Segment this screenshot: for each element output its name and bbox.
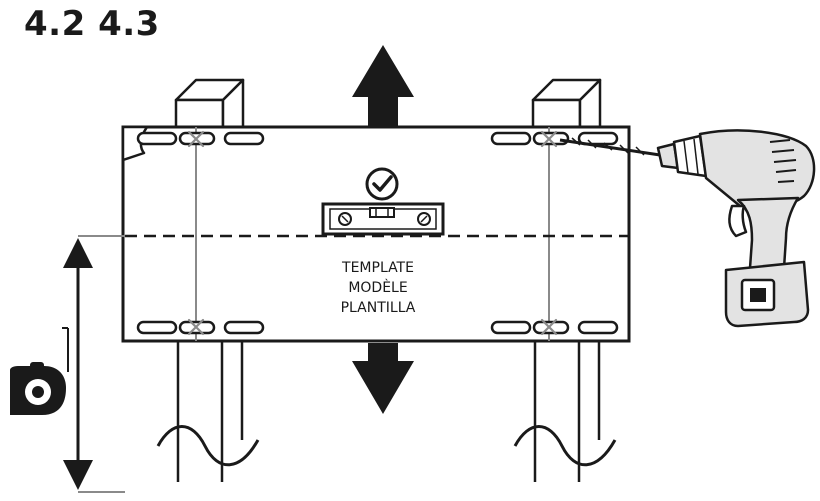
arrow-up-icon xyxy=(352,45,414,126)
right-post-top xyxy=(531,78,602,132)
right-post-bottom xyxy=(513,340,617,482)
bubble-level xyxy=(321,202,445,236)
left-post-bottom xyxy=(156,340,260,482)
template-label-es: PLANTILLA xyxy=(341,300,416,316)
left-post-top xyxy=(174,78,245,132)
mounting-slots xyxy=(136,131,619,335)
measuring-tape-icon xyxy=(10,327,69,415)
measurement-arrow xyxy=(63,238,125,493)
checkmark-circle-icon xyxy=(365,167,399,201)
template-label-fr: MODÈLE xyxy=(348,279,407,296)
vertical-guide-lines xyxy=(195,127,550,341)
arrow-down-icon xyxy=(352,343,414,414)
template-label-en: TEMPLATE xyxy=(341,260,414,276)
screw-marks xyxy=(187,130,558,336)
step-title: 4.2 4.3 xyxy=(24,4,160,44)
cordless-drill-icon xyxy=(559,129,816,328)
